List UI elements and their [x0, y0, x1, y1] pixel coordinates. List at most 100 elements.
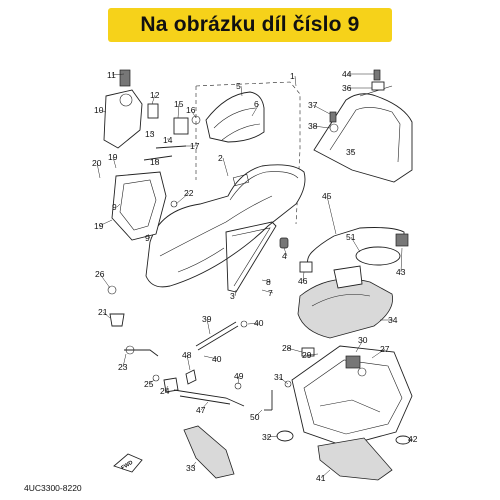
leader-line-p9: [147, 233, 151, 239]
fasteners-left: [107, 200, 178, 327]
leader-line-p39: [206, 318, 211, 335]
part-number-p9b: 9: [112, 202, 117, 212]
leader-line-p1: [294, 75, 297, 87]
leader-line-p35: [350, 149, 355, 153]
storage-box-part: [276, 345, 413, 447]
title-banner: Na obrázku díl číslo 9: [108, 8, 392, 42]
part-number-p48: 48: [182, 350, 192, 360]
part-number-p26: 26: [95, 269, 105, 279]
part-number-p13: 13: [145, 129, 155, 139]
leader-line-p30: [355, 339, 364, 353]
part-number-p46: 46: [298, 276, 308, 286]
part-number-p14: 14: [163, 135, 173, 145]
leader-line-p16: [190, 109, 197, 119]
title-text: Na obrázku díl číslo 9: [140, 13, 360, 36]
leader-line-p11: [111, 73, 125, 76]
leader-line-p37: [312, 104, 331, 115]
leader-line-p22: [175, 192, 190, 205]
lock-hardware: [143, 103, 201, 161]
part-number-p33: 33: [186, 463, 196, 473]
leader-line-p25: [148, 379, 155, 385]
grab-bar-part: [313, 69, 413, 183]
leader-line-p12: [151, 94, 156, 105]
part-number-p36: 36: [342, 83, 352, 93]
part-number-p20: 20: [92, 158, 102, 168]
bracket-4: [279, 237, 289, 249]
leader-line-p18: [154, 157, 157, 163]
leader-line-p42: [409, 438, 414, 441]
leader-line-p49: [237, 375, 240, 385]
leader-line-p3: [234, 289, 237, 297]
diagram-code: 4UC3300-8220: [24, 483, 82, 493]
part-number-p11: 11: [107, 70, 116, 80]
part-number-p8: 8: [266, 277, 271, 287]
leader-line-p29: [306, 353, 319, 356]
part-number-p44: 44: [342, 69, 352, 79]
part-number-p40b: 40: [212, 354, 222, 364]
part-number-p21: 21: [98, 307, 108, 317]
bottom-plate-part: [317, 437, 393, 481]
leader-line-p5: [240, 85, 243, 97]
leader-line-p43: [400, 247, 403, 273]
leader-line-p26: [99, 273, 111, 289]
cap-51: [355, 246, 401, 266]
part-number-p34: 34: [388, 315, 398, 325]
leader-line-p33: [190, 461, 197, 469]
part-number-p6: 6: [254, 99, 259, 109]
side-cover-part: [103, 69, 167, 241]
leader-line-p32: [266, 435, 279, 438]
leader-line-p24: [164, 385, 169, 392]
lock-cable-part: [299, 227, 409, 273]
part-number-p38: 38: [308, 121, 318, 131]
part-number-p43: 43: [396, 267, 406, 277]
part-number-p3: 3: [230, 291, 235, 301]
fwd-text: FWD: [120, 460, 134, 472]
part-number-p40a: 40: [254, 318, 264, 328]
leader-line-p20: [96, 162, 101, 179]
lower-stays: [124, 345, 273, 411]
part-number-p27: 27: [380, 344, 390, 354]
leader-line-p45: [326, 195, 337, 235]
leader-line-p31: [278, 376, 289, 385]
part-number-p39: 39: [202, 314, 212, 324]
leader-line-p19b: [112, 156, 117, 169]
part-number-p41: 41: [316, 473, 326, 483]
part-number-p25: 25: [144, 379, 154, 389]
part-number-p12: 12: [150, 90, 160, 100]
leader-line-p2: [222, 157, 229, 177]
leader-line-p8: [261, 279, 272, 283]
part-number-p19: 19: [94, 221, 104, 231]
part-number-p22: 22: [184, 188, 194, 198]
part-number-p37: 37: [308, 100, 318, 110]
clip-11: [119, 69, 131, 87]
part-number-p45: 45: [322, 191, 332, 201]
leader-line-p7: [261, 289, 274, 294]
seat-part: [145, 164, 306, 288]
part-number-p51: 51: [346, 232, 356, 242]
part-number-p18: 18: [150, 157, 160, 167]
leader-line-p40b: [203, 355, 218, 360]
leader-line-p28: [286, 347, 303, 353]
leader-line-p21: [102, 311, 111, 319]
part-number-p24: 24: [160, 386, 170, 396]
part-number-p7: 7: [268, 288, 273, 298]
part-number-p31: 31: [274, 372, 284, 382]
part-number-p17: 17: [190, 141, 200, 151]
part-number-p16: 16: [186, 105, 196, 115]
leader-line-p40a: [247, 322, 260, 325]
leader-line-p46: [302, 271, 305, 282]
leader-line-p13: [149, 131, 153, 135]
seat-base-part: [225, 221, 277, 293]
part-number-p49: 49: [234, 371, 244, 381]
part-number-p23: 23: [118, 362, 128, 372]
leader-line-p19: [98, 219, 113, 227]
part-number-p42: 42: [408, 434, 418, 444]
part-number-p1: 1: [290, 71, 295, 81]
part-number-p9: 9: [145, 233, 150, 243]
leader-line-p6: [251, 103, 260, 117]
part-number-p19b: 19: [108, 152, 118, 162]
leader-line-p15: [177, 103, 180, 119]
rear-cover-part: [205, 91, 265, 143]
part-number-p10: 10: [94, 105, 104, 115]
